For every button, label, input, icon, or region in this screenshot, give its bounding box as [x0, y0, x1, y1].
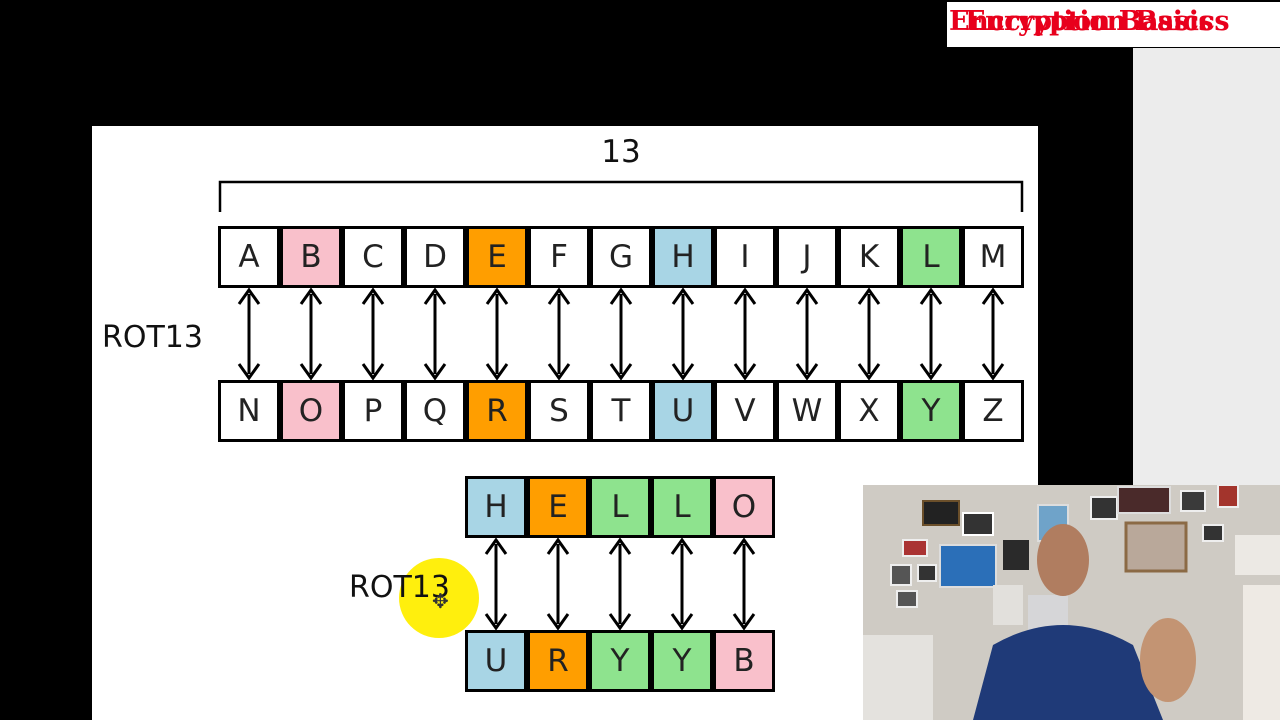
letter-cell-j: J — [776, 226, 838, 288]
letter-cell-z: Z — [962, 380, 1024, 442]
arrow-k — [857, 287, 881, 381]
rot13-label-top: ROT13 — [102, 320, 203, 355]
webcam-overlay — [863, 485, 1280, 720]
letter-cell-m: M — [962, 226, 1024, 288]
arrow-j — [795, 287, 819, 381]
letter-cell-v: V — [714, 380, 776, 442]
plain-cell-l: L — [651, 476, 713, 538]
webcam-picture — [863, 485, 1280, 720]
letter-cell-c: C — [342, 226, 404, 288]
bracket-path — [218, 180, 1024, 212]
example-arrow-3 — [670, 537, 694, 631]
example-arrow-4 — [732, 537, 756, 631]
letter-cell-e: E — [466, 226, 528, 288]
letter-cell-h: H — [652, 226, 714, 288]
plain-cell-h: H — [465, 476, 527, 538]
arrow-e — [485, 287, 509, 381]
letter-cell-x: X — [838, 380, 900, 442]
mapping-arrows — [237, 287, 1005, 631]
shift-amount-label: 13 — [601, 134, 641, 170]
letter-cell-o: O — [280, 380, 342, 442]
example-arrow-2 — [608, 537, 632, 631]
arrow-c — [361, 287, 385, 381]
cipher-cell-y: Y — [651, 630, 713, 692]
letter-cell-p: P — [342, 380, 404, 442]
cursor-highlight — [399, 558, 479, 638]
example-arrow-0 — [484, 537, 508, 631]
letter-cell-u: U — [652, 380, 714, 442]
letter-cell-q: Q — [404, 380, 466, 442]
arrow-f — [547, 287, 571, 381]
letter-cell-r: R — [466, 380, 528, 442]
letter-cell-g: G — [590, 226, 652, 288]
cipher-cell-y: Y — [589, 630, 651, 692]
letter-cell-t: T — [590, 380, 652, 442]
letter-cell-d: D — [404, 226, 466, 288]
arrow-d — [423, 287, 447, 381]
rot13-label-bottom: ROT13 — [349, 570, 450, 605]
letter-cell-w: W — [776, 380, 838, 442]
arrow-a — [237, 287, 261, 381]
move-cursor-icon: ✥ — [432, 589, 449, 613]
arrow-i — [733, 287, 757, 381]
letter-cell-i: I — [714, 226, 776, 288]
letter-cell-y: Y — [900, 380, 962, 442]
letter-cell-a: A — [218, 226, 280, 288]
letter-cell-f: F — [528, 226, 590, 288]
title-text-overlap: Encryption Basics — [965, 6, 1230, 37]
plain-cell-o: O — [713, 476, 775, 538]
arrow-g — [609, 287, 633, 381]
example-arrow-1 — [546, 537, 570, 631]
arrow-l — [919, 287, 943, 381]
letter-cell-n: N — [218, 380, 280, 442]
cipher-cell-u: U — [465, 630, 527, 692]
cipher-cell-b: B — [713, 630, 775, 692]
title-text: Encryption Basics — [949, 6, 1214, 37]
letter-cell-b: B — [280, 226, 342, 288]
plain-cell-l: L — [589, 476, 651, 538]
arrow-h — [671, 287, 695, 381]
letter-cell-l: L — [900, 226, 962, 288]
cipher-cell-r: R — [527, 630, 589, 692]
plain-cell-e: E — [527, 476, 589, 538]
title-banner: Encryption Basics Encryption Basics — [947, 2, 1280, 47]
letter-cell-s: S — [528, 380, 590, 442]
arrow-m — [981, 287, 1005, 381]
letter-cell-k: K — [838, 226, 900, 288]
arrow-b — [299, 287, 323, 381]
shift-bracket — [218, 180, 1024, 212]
